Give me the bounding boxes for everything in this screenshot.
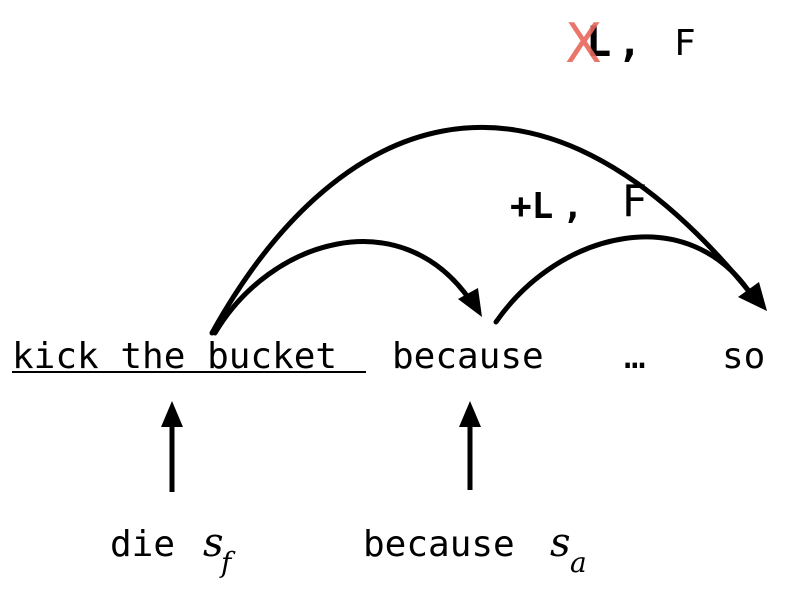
outer-arc-comma: , (617, 17, 642, 66)
die-label-symbol: s (203, 520, 224, 566)
because-label-subscript: a (570, 546, 587, 579)
inner-arc-plus-l-label: +L (510, 186, 553, 227)
inner-arc-comma: , (562, 186, 584, 227)
left-arc (212, 239, 473, 336)
die-label-word: die (110, 524, 175, 565)
die-label-subscript: f (219, 546, 236, 579)
outer-arc-f-label: F (674, 23, 696, 64)
because-label-symbol: s (550, 520, 571, 566)
left-arc-arrowhead (458, 288, 482, 317)
inner-arc-f-label: F (622, 176, 647, 227)
right-arc (493, 234, 755, 325)
because-label-word: because (363, 524, 515, 565)
outer-arc (209, 125, 755, 336)
because-arrow-head (459, 401, 481, 427)
outer-arc-struck-letter: L (586, 17, 611, 66)
die-arrow-head (161, 401, 183, 427)
connective-word: because (392, 336, 544, 377)
ellipsis: … (624, 336, 646, 377)
strike-x-mark: X (565, 12, 602, 75)
idiom-phrase: kick the bucket (12, 336, 337, 377)
final-word-so: so (722, 336, 765, 377)
